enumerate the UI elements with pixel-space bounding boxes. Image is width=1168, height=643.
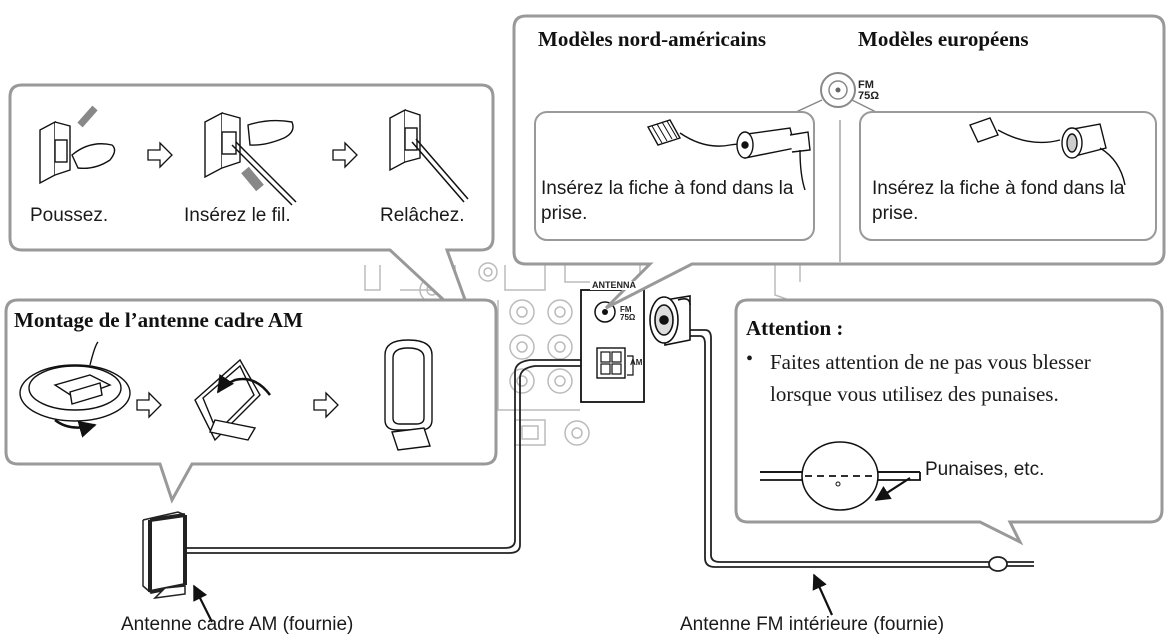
antenna-fm-impedance: 75Ω [620,313,636,322]
caution-bullet-text: Faites attention de ne pas vous blesser … [770,350,1091,406]
arrow-right-icon [136,391,339,419]
plug-models-panel [512,14,1166,310]
fm-jack-impedance: 75Ω [858,90,880,102]
caution-bullet-marker: • [746,348,754,370]
antenna-terminal-box [580,289,645,403]
fm-antenna-label: Antenne FM intérieure (fournie) [680,614,945,635]
step-insert-label: Insérez le fil. [184,205,291,226]
fm-jack-fm: FM [858,79,874,91]
pointer-arrow-icon [193,573,834,623]
antenna-am-label: AM [630,358,643,367]
fm-indoor-antenna [688,329,1034,572]
caution-title: Attention : [746,316,844,340]
step-release-label: Relâchez. [380,205,465,226]
am-assembly-title: Montage de l’antenne cadre AM [14,308,303,332]
north-america-title: Modèles nord-américains [538,27,767,51]
fm-jack-icon [820,72,856,108]
wire-panel [8,83,495,332]
north-america-instruction: Insérez la fiche à fond dans la prise. [541,178,794,224]
am-loop-antenna [142,511,187,600]
fm-plug-icon [649,295,691,346]
europe-instruction: Insérez la fiche à fond dans la prise. [872,178,1125,224]
antenna-fm-label: FM 75Ω [620,306,635,322]
terminal-icon [39,105,469,206]
antenna-title: ANTENNA [590,280,638,290]
fm-jack-label: FM 75Ω [858,80,879,102]
europe-title: Modèles européens [858,27,1029,51]
am-antenna-cable [186,359,600,554]
pin-diagram [760,441,921,511]
antenna-fm: FM [620,305,632,314]
pins-label: Punaises, etc. [925,459,1045,480]
loop-antenna-icon [19,339,433,451]
step-push-label: Poussez. [30,205,109,226]
arrow-right-icon [147,141,358,169]
coax-plug-icon [646,117,1126,191]
am-antenna-label: Antenne cadre AM (fournie) [121,614,354,635]
